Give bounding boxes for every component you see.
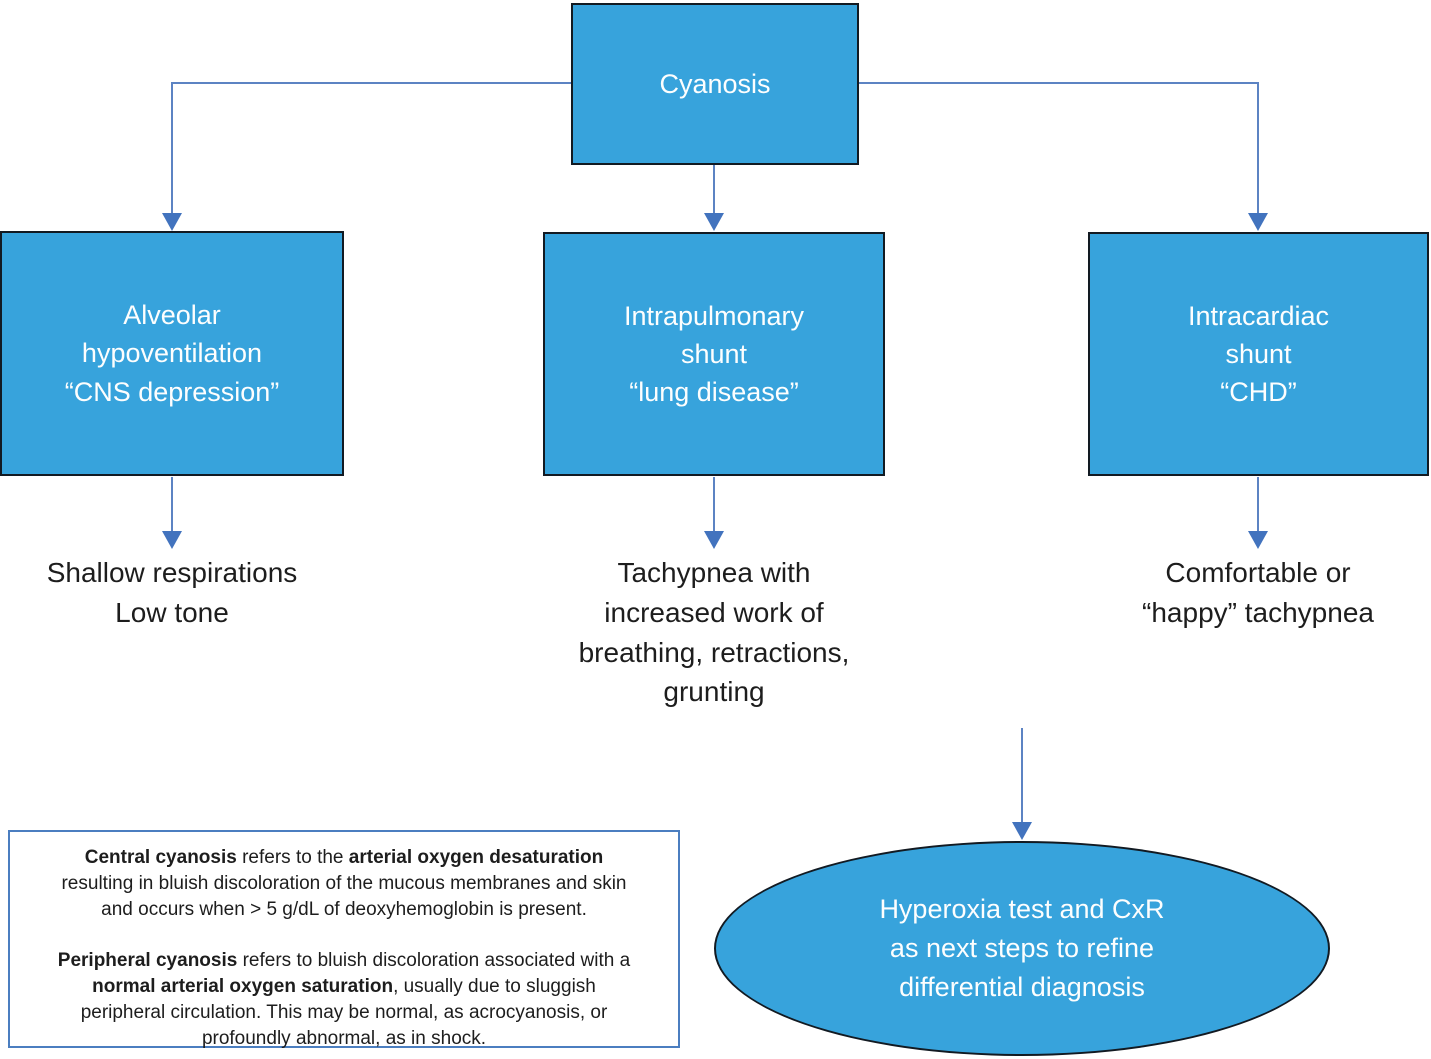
connector-left-vertical-line xyxy=(171,82,173,214)
connector-middle-vertical-line xyxy=(713,165,715,215)
arrowhead-icon-middle-branch xyxy=(704,213,724,231)
arrowhead-icon-right-presentation xyxy=(1248,531,1268,549)
connector-ellipse-line xyxy=(1021,728,1023,823)
node-intrapulmonary-shunt: Intrapulmonary shunt “lung disease” xyxy=(543,232,885,476)
node-cyanosis-label: Cyanosis xyxy=(659,68,771,99)
node-intracardiac-shunt: Intracardiac shunt “CHD” xyxy=(1088,232,1429,476)
connector-right-presentation-line xyxy=(1257,477,1259,533)
peripheral-cyanosis-term: Peripheral cyanosis xyxy=(57,950,238,972)
central-cyanosis-paragraph: Central cyanosis refers to the arterial … xyxy=(20,845,668,923)
arrowhead-icon-left-branch xyxy=(162,213,182,231)
node-hyperoxia-test-ellipse: Hyperoxia test and CxR as next steps to … xyxy=(714,841,1330,1056)
node-hyperoxia-test-label: Hyperoxia test and CxR as next steps to … xyxy=(879,893,1165,1003)
connector-right-vertical-line xyxy=(1257,82,1259,214)
normal-saturation-term: normal arterial oxygen saturation xyxy=(92,976,394,998)
arrowhead-icon-left-presentation xyxy=(162,531,182,549)
peripheral-cyanosis-text-2: , usually due to sluggish peripheral cir… xyxy=(80,976,608,1050)
node-cyanosis: Cyanosis xyxy=(571,3,859,165)
central-cyanosis-text-2: resulting in bluish discoloration of the… xyxy=(61,873,627,921)
node-alveolar-hypoventilation: Alveolar hypoventilation “CNS depression… xyxy=(0,231,344,476)
central-cyanosis-term: Central cyanosis xyxy=(84,847,237,868)
arterial-desaturation-term: arterial oxygen desaturation xyxy=(348,847,604,868)
arrowhead-icon-middle-presentation xyxy=(704,531,724,549)
central-cyanosis-text-1: refers to the xyxy=(236,847,349,868)
node-intrapulmonary-shunt-label: Intrapulmonary shunt “lung disease” xyxy=(623,300,805,408)
node-alveolar-hypoventilation-label: Alveolar hypoventilation “CNS depression… xyxy=(64,300,280,407)
cyanosis-definition-note: Central cyanosis refers to the arterial … xyxy=(8,830,680,1049)
connector-left-horizontal-line xyxy=(171,82,572,84)
node-intracardiac-shunt-label: Intracardiac shunt “CHD” xyxy=(1187,300,1330,408)
connector-middle-presentation-line xyxy=(713,477,715,533)
peripheral-cyanosis-text-1: refers to bluish discoloration associate… xyxy=(242,950,631,972)
presentation-tachypnea-work-of-breathing: Tachypnea with increased work of breathi… xyxy=(578,557,850,708)
arrowhead-icon-right-branch xyxy=(1248,213,1268,231)
arrowhead-icon-ellipse xyxy=(1012,822,1032,840)
presentation-comfortable-tachypnea: Comfortable or “happy” tachypnea xyxy=(1142,557,1374,628)
peripheral-cyanosis-paragraph: Peripheral cyanosis refers to bluish dis… xyxy=(20,948,668,1052)
presentation-shallow-respirations: Shallow respirations Low tone xyxy=(46,557,298,628)
connector-left-presentation-line xyxy=(171,477,173,533)
connector-right-horizontal-line xyxy=(857,82,1259,84)
